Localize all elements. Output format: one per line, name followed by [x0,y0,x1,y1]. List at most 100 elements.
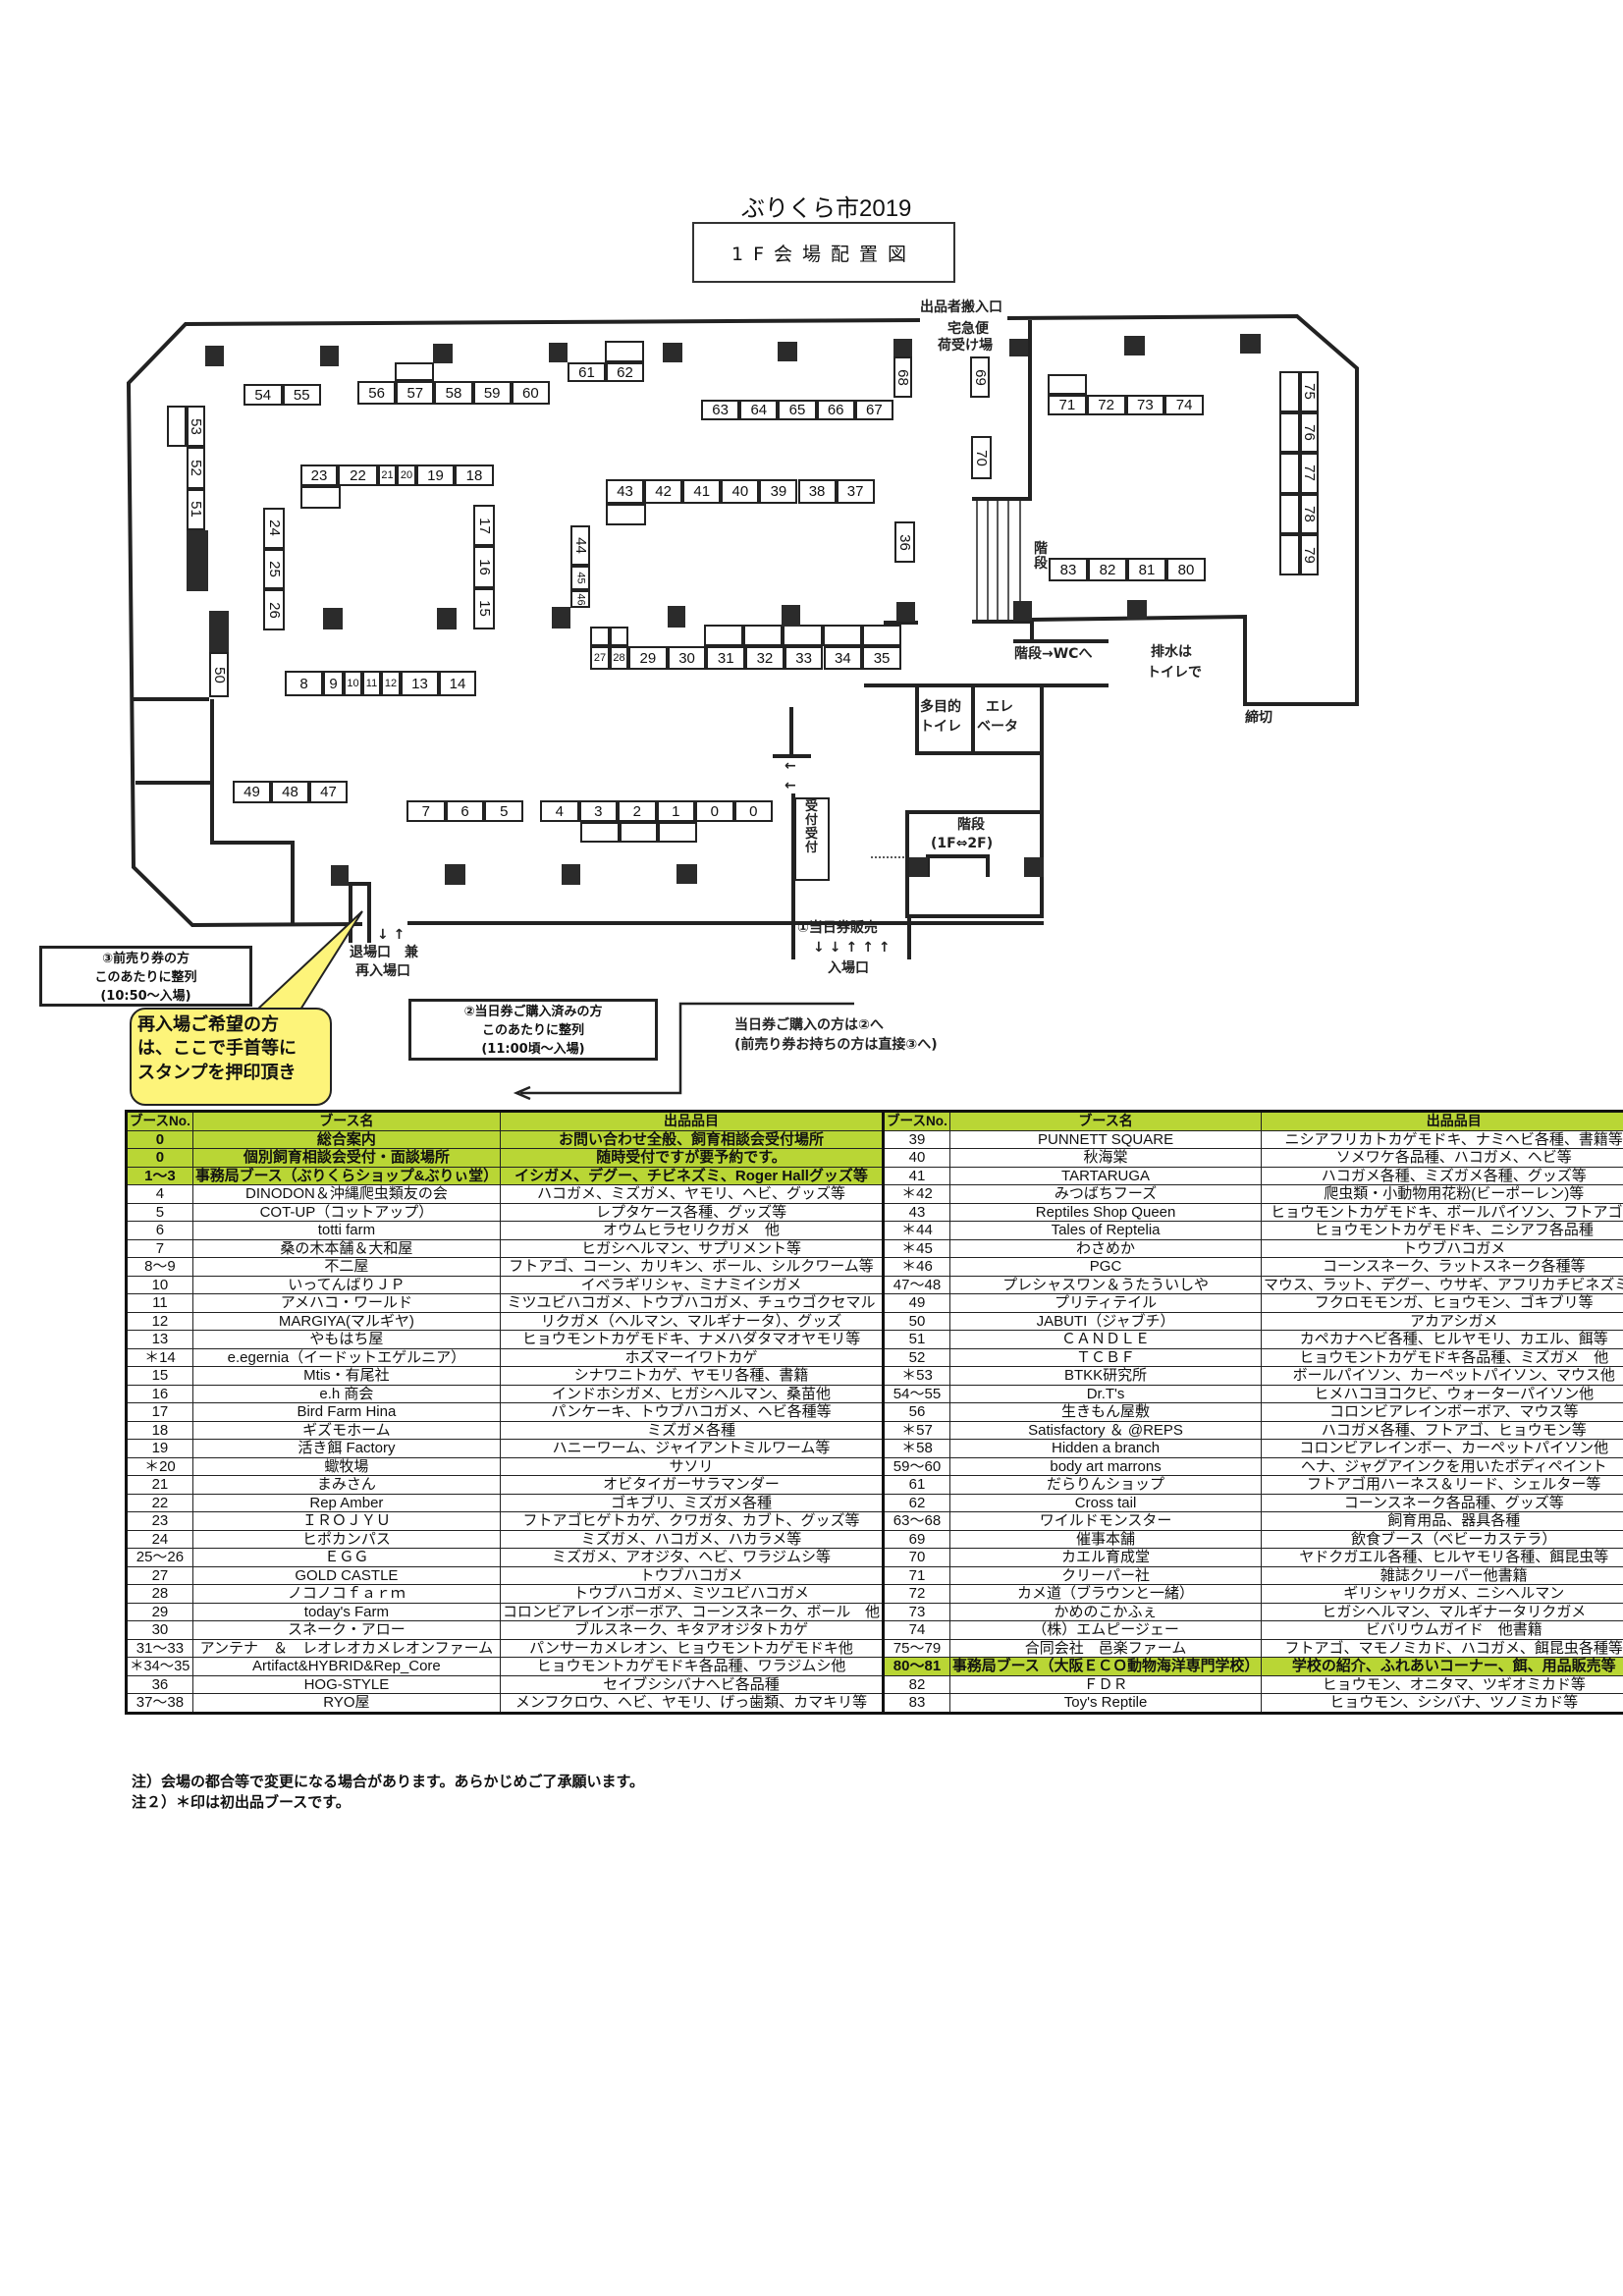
exit-label: 退場口 兼 [350,945,418,960]
booth: 19 [416,465,455,486]
pillar [320,346,339,366]
empty-booth [1279,411,1300,454]
page-title: ぶりくら市2019 [741,195,912,222]
booth: 5 [484,800,524,822]
booth-name: スネーク・アロー [191,1620,501,1640]
booth: 71 [1048,395,1087,415]
booth-name: Rep Amber [191,1493,501,1512]
booth: 67 [854,400,893,420]
booth-number: 11 [365,677,378,689]
booth-number: 46 [574,592,587,606]
booth: 11 [362,671,381,696]
booth-name: みつばちフーズ [948,1184,1263,1204]
booth-name: Toy's Reptile [948,1693,1263,1714]
empty-booth [619,822,658,843]
booth-no: 0 [126,1148,193,1168]
booth-no: ＊57 [882,1420,950,1440]
booth: 63 [701,400,740,420]
guide-line-1: 当日券ご購入の方は②へ [734,1017,884,1033]
drain-toilet-label: トイレで [1147,665,1202,681]
booth-no-text: ＊46 [901,1258,933,1276]
pillar [909,857,928,877]
booth-name-text: 個別飼育相談会受付・面談場所 [243,1149,450,1167]
booth-number: 74 [1175,397,1193,413]
booth-no: 50 [882,1311,950,1331]
booth-name-text: 生きもん屋敷 [1061,1403,1151,1421]
booth-items-text: ヒョウモントカゲモドキ各品種、ワラジムシ他 [536,1658,846,1675]
booth-name-text: 催事本舗 [1076,1530,1136,1548]
booth-number: 64 [750,402,768,418]
booth-items: ボールパイソン、カーペットパイソン、マウス他 [1261,1366,1623,1386]
booth-name-text: Dr.T's [1086,1385,1125,1402]
booth-no-text: ＊44 [901,1222,933,1239]
booth-items-text: ヒメハコヨコクビ、ウォーターパイソン他 [1314,1385,1595,1402]
booth-name-text: 桑の木本舗＆大和屋 [280,1239,413,1257]
booth-no-text: 10 [151,1276,169,1293]
booth-name: アンテナ ＆ レオレオカメレオンファーム [191,1638,501,1658]
booth-no-text: 5 [155,1203,165,1221]
empty-booth [1279,453,1300,494]
booth-name: e.h 商会 [191,1384,501,1403]
booth-items: ハコガメ各種、ミズガメ各種、グッズ等 [1261,1166,1623,1185]
booth-number: 41 [693,483,711,500]
booth-number: 67 [866,402,883,418]
booth: 81 [1127,558,1166,581]
sameday-box-line: ②当日券ご購入済みの方 [463,1005,603,1019]
booth-no-text: 17 [151,1403,169,1421]
booth-no: 23 [126,1511,193,1531]
booth-name-text: 秋海棠 [1083,1149,1128,1167]
booth-no: ＊14 [126,1347,193,1367]
booth-items-text: 飲食ブース（ベビーカステラ） [1351,1530,1557,1548]
pillar [1024,857,1044,877]
booth-no: ＊46 [882,1257,950,1277]
booth-no: 74 [882,1620,950,1640]
booth-no-text: 40 [908,1149,926,1167]
booth-number: 63 [712,402,729,418]
booth-number: 0 [749,802,758,820]
sameday-box-line: (11:00頃～入場) [481,1041,585,1057]
booth-items: 随時受付ですが要予約です。 [499,1148,885,1168]
pillar [323,608,343,629]
booth-number: 5 [500,802,509,820]
pillar [676,864,697,884]
booth-no: 71 [882,1565,950,1585]
booth: 16 [473,546,495,588]
booth-name-text: まみさん [316,1476,376,1494]
booth-name: 不二屋 [191,1257,501,1277]
booth-name-text: body art marrons [1050,1457,1162,1475]
booth-name: Bird Farm Hina [191,1402,501,1422]
booth-items-text: ソメワケ各品種、ハコガメ、ヘビ等 [1335,1149,1572,1167]
booth-name: 秋海棠 [948,1148,1263,1168]
booth-number: 40 [731,483,749,500]
booth: 26 [263,589,285,631]
booth-items-text: ヒガシヘルマン、サプリメント等 [580,1239,802,1257]
booth-name-text: 事務局ブース（大阪ＥＣＯ動物海洋専門学校） [951,1658,1260,1675]
booth-name: Cross tail [948,1493,1263,1512]
booth-number: 17 [475,517,493,534]
pillar [205,346,224,366]
booth-no: 22 [126,1493,193,1512]
pillar [668,606,685,628]
booth-name: 合同会社 邑楽ファーム [948,1638,1263,1658]
booth: 73 [1125,395,1165,415]
sameday-ticket-queue-box: ②当日券ご購入済みの方 このあたりに整列 (11:00頃～入場) [408,999,658,1061]
booth-name: HOG-STYLE [191,1674,501,1694]
booth-number: 42 [655,483,672,500]
booth-number: 45 [574,572,587,584]
balloon-line: スタンプを押印頂き [137,1062,297,1083]
booth-number: 33 [795,649,812,667]
booth-no: 21 [126,1475,193,1495]
booth: 29 [628,646,668,670]
booth-items: サソリ [499,1456,885,1476]
booth-number: 59 [483,384,501,402]
booth: 32 [745,646,784,670]
booth-name: プリティテイル [948,1293,1263,1313]
booth-no-text: ＊14 [144,1348,176,1366]
booth: 39 [759,479,798,504]
booth-items: ヒガシヘルマン、マルギナータリクガメ [1261,1602,1623,1621]
booth-items-text: カペカナヘビ各種、ヒルヤモリ、カエル、餌等 [1299,1331,1608,1348]
booth-no: 7 [126,1238,193,1258]
